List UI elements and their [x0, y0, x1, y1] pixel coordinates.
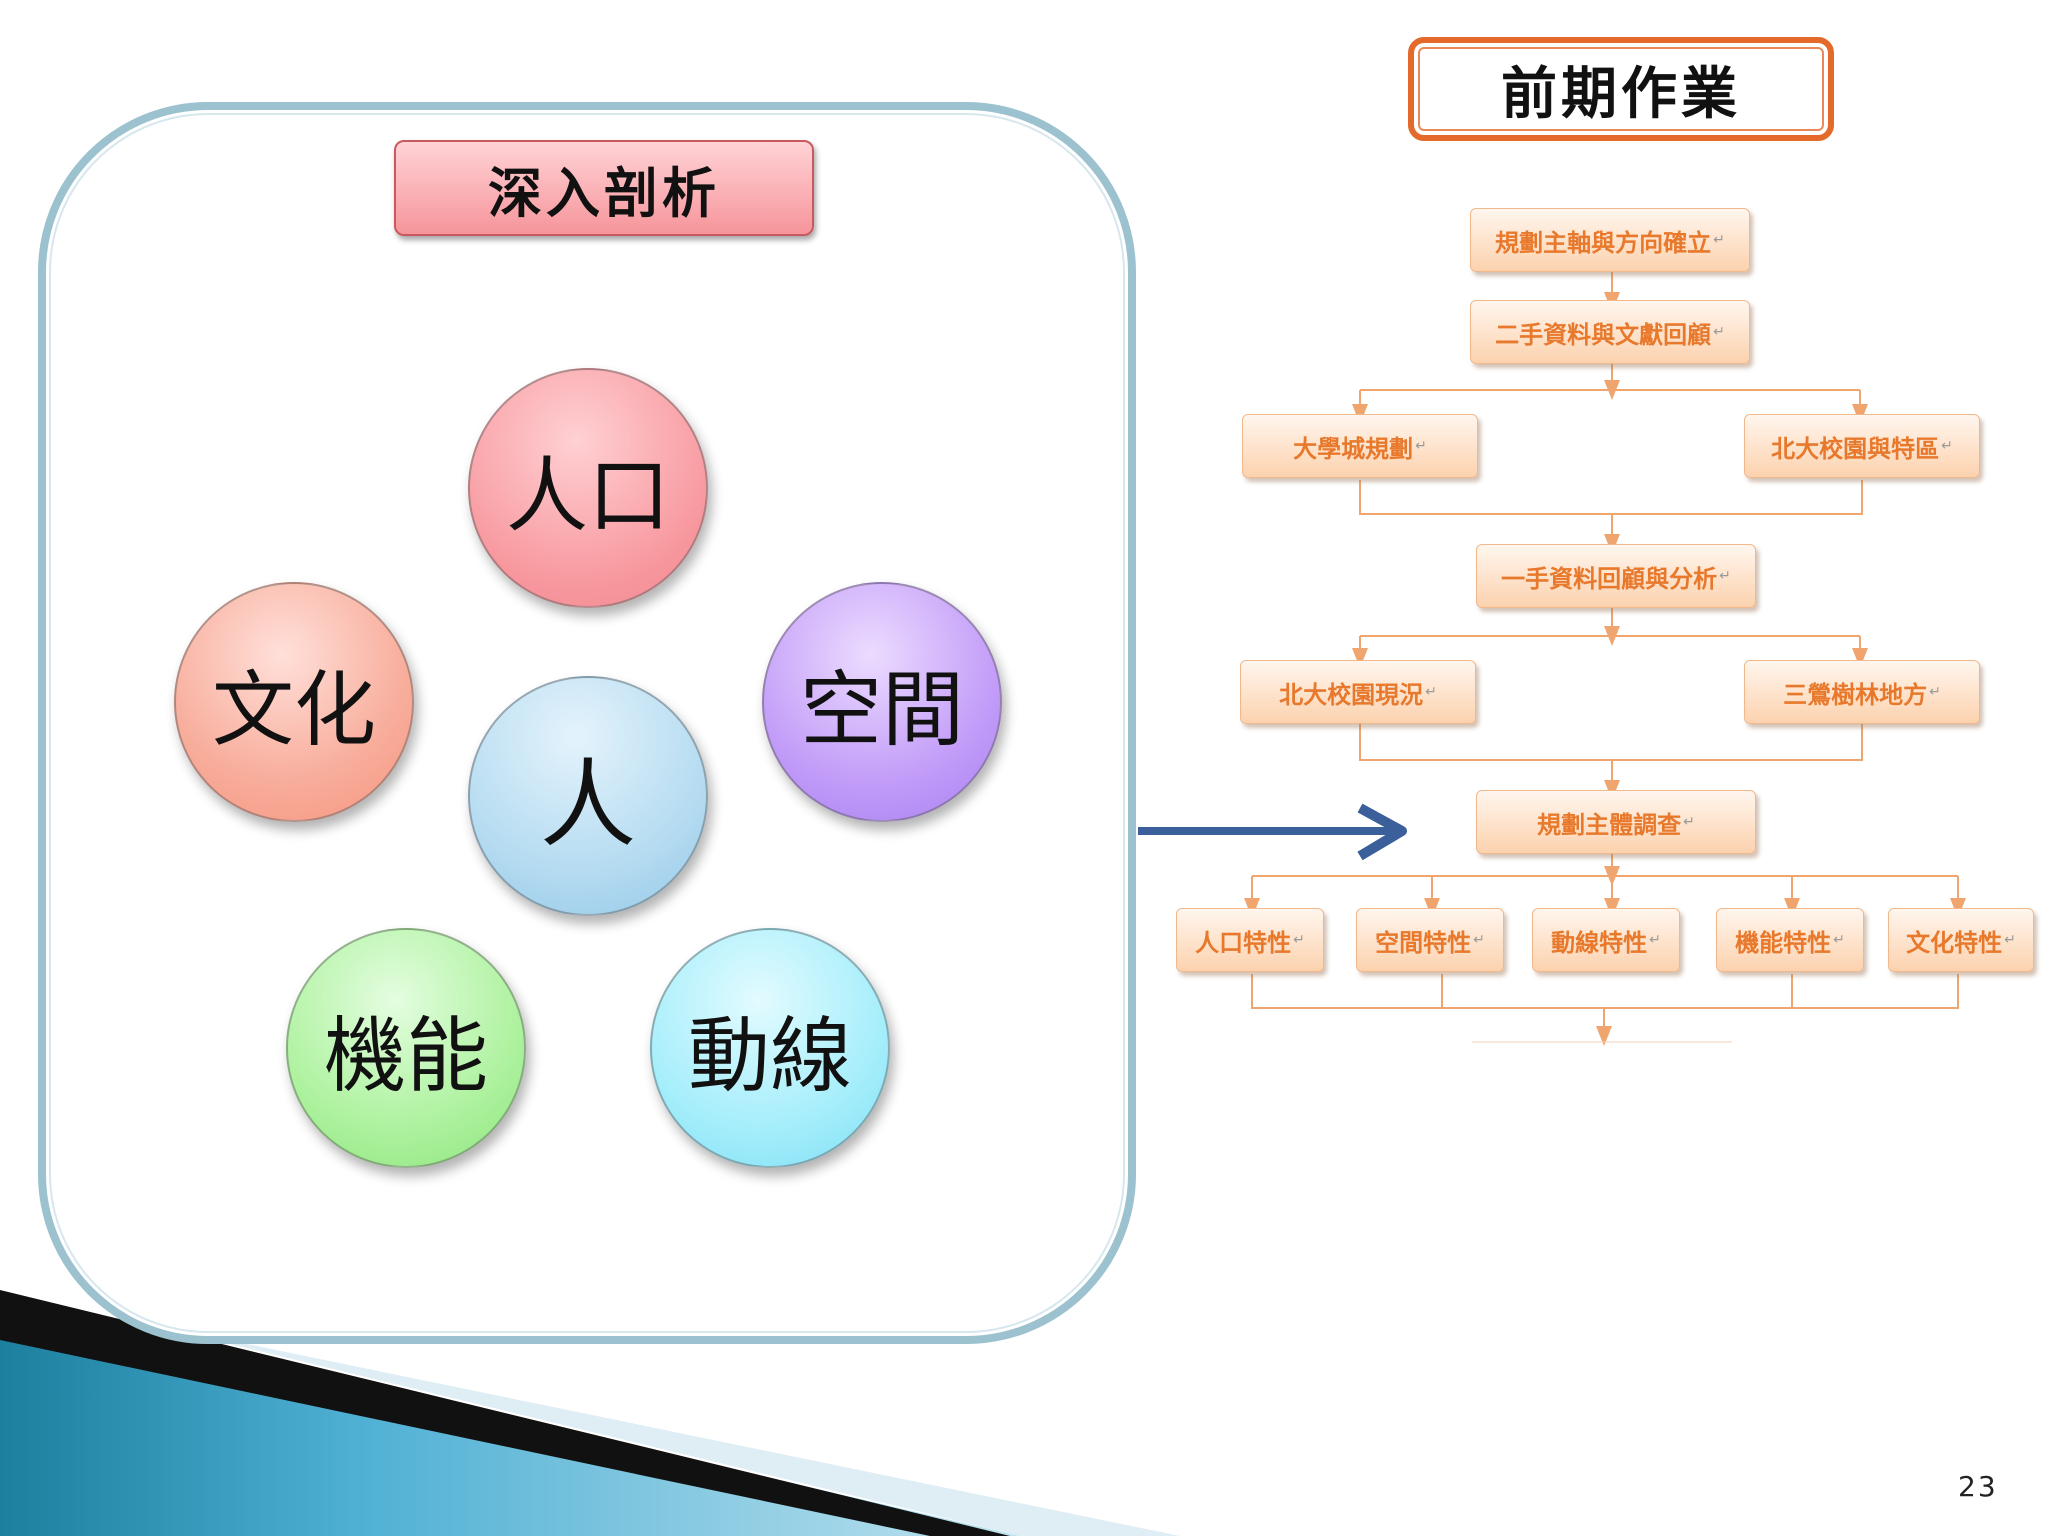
page-number: 23: [1958, 1470, 1998, 1503]
return-mark: ↵: [1713, 232, 1725, 248]
flow-box-primary-data: 一手資料回顧與分析↵: [1476, 544, 1756, 608]
return-mark: ↵: [1713, 324, 1725, 340]
flow-box-label: 人口特性: [1195, 928, 1292, 957]
node-circulation: 動線: [650, 928, 890, 1168]
return-mark: ↵: [1929, 684, 1941, 700]
flow-box-label: 三鶯樹林地方: [1783, 680, 1928, 709]
return-mark: ↵: [1719, 568, 1731, 584]
flow-connectors: [1244, 272, 1966, 1046]
node-function: 機能: [286, 928, 526, 1168]
flow-box-planning-axis: 規劃主軸與方向確立↵: [1470, 208, 1750, 272]
return-mark: ↵: [2004, 932, 2016, 948]
return-mark: ↵: [1941, 438, 1953, 454]
flow-box-function-traits: 機能特性↵: [1716, 908, 1864, 972]
flow-box-label: 規劃主體調查: [1537, 810, 1682, 839]
flow-box-label: 北大校園現況: [1279, 680, 1424, 709]
flow-box-label: 動線特性: [1551, 928, 1648, 957]
return-mark: ↵: [1833, 932, 1845, 948]
flow-box-label: 二手資料與文獻回顧: [1495, 320, 1712, 349]
node-people-center: 人: [468, 676, 708, 916]
analysis-title: 深入剖析: [394, 140, 814, 236]
return-mark: ↵: [1293, 932, 1305, 948]
preliminary-work-title: 前期作業: [1408, 37, 1834, 141]
flow-box-space-traits: 空間特性↵: [1356, 908, 1504, 972]
flow-box-subject-survey: 規劃主體調查↵: [1476, 790, 1756, 854]
flow-box-label: 機能特性: [1735, 928, 1832, 957]
flow-box-campus-district: 北大校園與特區↵: [1744, 414, 1980, 478]
return-mark: ↵: [1683, 814, 1695, 830]
flow-box-label: 空間特性: [1375, 928, 1472, 957]
flow-box-university-city: 大學城規劃↵: [1242, 414, 1478, 478]
flow-box-label: 一手資料回顧與分析: [1501, 564, 1718, 593]
node-population: 人口: [468, 368, 708, 608]
flow-box-label: 規劃主軸與方向確立: [1495, 228, 1712, 257]
flow-box-local-area: 三鶯樹林地方↵: [1744, 660, 1980, 724]
corner-decoration: [0, 1288, 1180, 1536]
return-mark: ↵: [1649, 932, 1661, 948]
transition-arrow: [1138, 803, 1407, 861]
flow-box-secondary-data: 二手資料與文獻回顧↵: [1470, 300, 1750, 364]
return-mark: ↵: [1425, 684, 1437, 700]
flow-box-culture-traits: 文化特性↵: [1888, 908, 2034, 972]
flow-box-circulation-traits: 動線特性↵: [1532, 908, 1680, 972]
flow-box-label: 北大校園與特區: [1771, 434, 1940, 463]
flow-box-campus-status: 北大校園現況↵: [1240, 660, 1476, 724]
node-culture: 文化: [174, 582, 414, 822]
return-mark: ↵: [1415, 438, 1427, 454]
flow-box-population-traits: 人口特性↵: [1176, 908, 1324, 972]
node-space: 空間: [762, 582, 1002, 822]
return-mark: ↵: [1473, 932, 1485, 948]
flow-box-label: 大學城規劃: [1293, 434, 1414, 463]
flow-box-label: 文化特性: [1906, 928, 2003, 957]
